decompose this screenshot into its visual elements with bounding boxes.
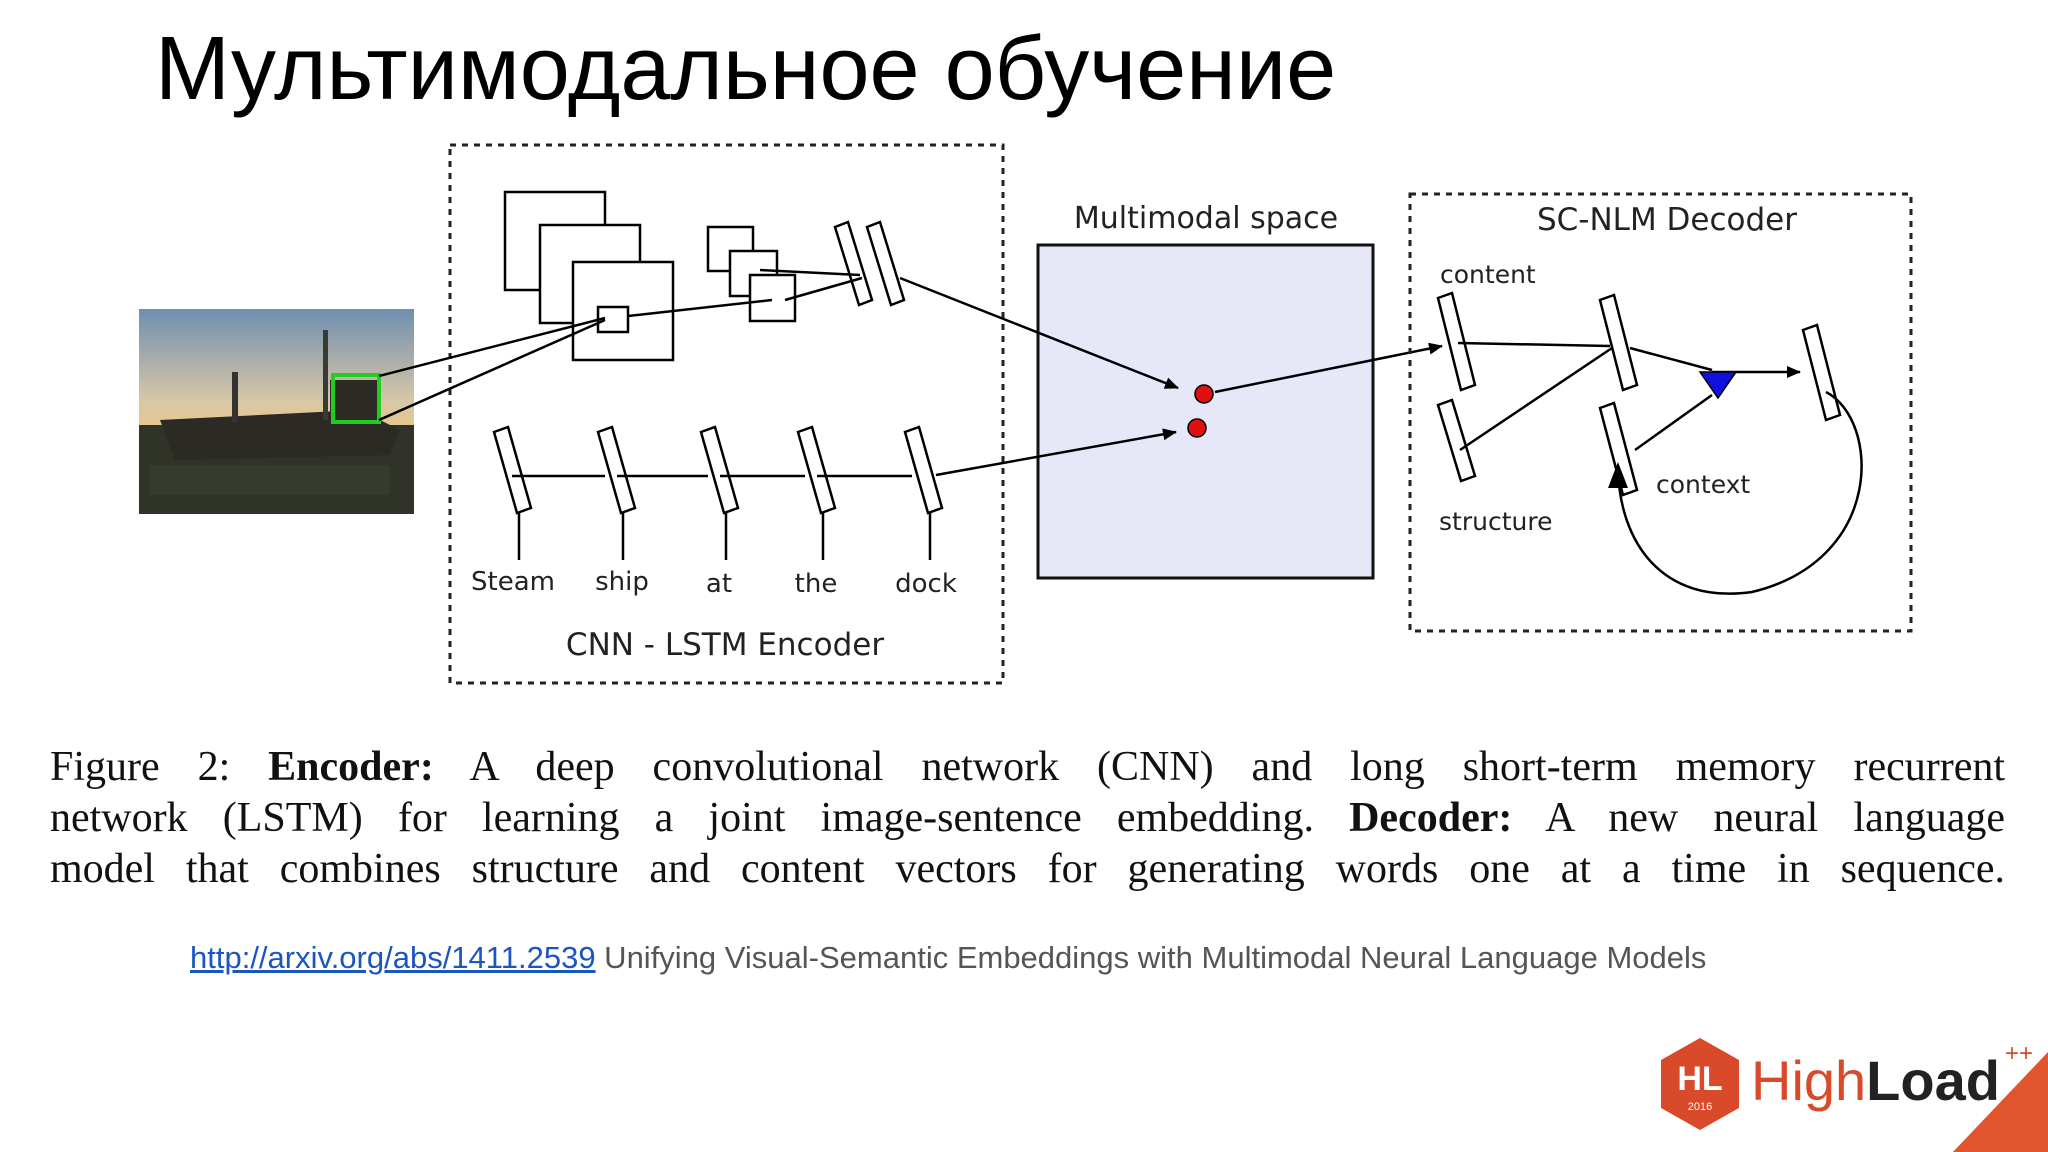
decoder-input-arrow: [1214, 342, 1443, 394]
sentence-embedding-arrow: [935, 428, 1177, 477]
multimodal-title: Multimodal space: [1074, 201, 1338, 236]
caption-text: A deep convolutional network (CNN) and l…: [433, 744, 2006, 790]
decoder-connections: [1457, 341, 1863, 595]
caption-figure-label: Figure 2:: [50, 744, 269, 790]
sentence-embedding-point: [1187, 418, 1207, 438]
cnn-feature-maps-large: [503, 190, 675, 362]
caption-text: model that combines structure and conten…: [50, 846, 2005, 892]
content-label: content: [1440, 260, 1536, 289]
decoder-container: [1408, 192, 1913, 633]
caption-text: network (LSTM) for learning a joint imag…: [50, 795, 1350, 841]
logo-word-high: High: [1751, 1049, 1867, 1112]
caption-decoder-label: Decoder:: [1349, 795, 1513, 841]
caption-text: A new neural language: [1512, 795, 2006, 841]
decoder-units: [1436, 291, 1842, 497]
lstm-units: [492, 425, 944, 515]
context-loop-arrowhead: [1608, 462, 1628, 488]
caption-line-3: model that combines structure and conten…: [50, 844, 2005, 895]
word-label-at: at: [706, 569, 732, 599]
caption-line-1: Figure 2: Encoder: A deep convolutional …: [50, 742, 2005, 793]
context-gate-triangle: [1698, 371, 1738, 400]
highlight-box: [331, 373, 381, 424]
word-label-the: the: [795, 569, 838, 599]
input-photo: [139, 309, 414, 514]
word-label-dock: dock: [895, 569, 957, 599]
highload-logo: HL 2016 HighLoad ++: [1655, 1030, 2045, 1152]
figure-caption: Figure 2: Encoder: A deep convolutional …: [50, 742, 2005, 895]
caption-encoder-label: Encoder:: [268, 744, 434, 790]
multimodal-space-box: [1036, 243, 1375, 580]
hl-badge-year: 2016: [1688, 1101, 1712, 1113]
encoder-title: CNN - LSTM Encoder: [566, 627, 884, 663]
hl-badge-icon: HL 2016: [1661, 1038, 1739, 1130]
cnn-connections: [378, 268, 863, 422]
encoder-container: [448, 143, 1005, 685]
lstm-connections: [512, 474, 932, 560]
structure-label: structure: [1439, 507, 1552, 536]
paper-link[interactable]: http://arxiv.org/abs/1411.2539: [190, 940, 596, 975]
slide-title: Мультимодальное обучение: [155, 19, 1337, 119]
image-embedding-arrow: [899, 276, 1179, 390]
hl-badge-text: HL: [1677, 1060, 1722, 1098]
image-embedding-point: [1194, 384, 1214, 404]
word-label-ship: ship: [595, 567, 649, 597]
cnn-output-units: [833, 220, 906, 307]
paper-title: Unifying Visual-Semantic Embeddings with…: [595, 940, 1707, 975]
logo-wordmark: HighLoad: [1751, 1048, 2000, 1113]
corner-accent: [1953, 1052, 2048, 1152]
caption-line-2: network (LSTM) for learning a joint imag…: [50, 793, 2005, 844]
decoder-title: SC-NLM Decoder: [1537, 202, 1797, 238]
context-label: context: [1656, 470, 1750, 499]
word-label-steam: Steam: [471, 567, 555, 597]
reference: http://arxiv.org/abs/1411.2539 Unifying …: [190, 940, 1706, 976]
